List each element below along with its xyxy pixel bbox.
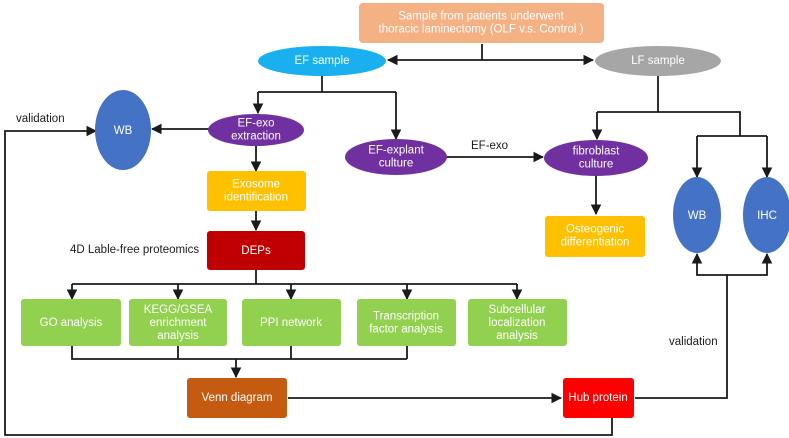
node-wb-left: WB [95, 90, 151, 170]
node-text-line: fibroblast [573, 146, 620, 158]
svg-text:GO analysis: GO analysis [40, 317, 103, 329]
node-text-line: LF sample [631, 55, 685, 67]
node-hub-protein: Hub protein [563, 378, 634, 418]
node-deps: DEPs [207, 231, 305, 270]
edge-hub-to-right-validation [635, 252, 728, 399]
svg-text:Venn diagram: Venn diagram [202, 392, 273, 404]
node-text-line: culture [379, 158, 414, 170]
edge-to-ihc-validation [727, 252, 773, 276]
node-text-line: Exosome [232, 179, 280, 191]
node-text-line: KEGG/GSEA [144, 304, 213, 316]
node-text-line: Sample from patients underwent [398, 11, 564, 23]
node-text-line: identification [224, 192, 288, 204]
svg-text:Hub protein: Hub protein [568, 392, 627, 404]
node-text-line: WB [688, 210, 707, 222]
label-validation-right: validation [669, 336, 718, 348]
svg-text:LF sample: LF sample [631, 55, 685, 67]
node-text-line: Venn diagram [202, 392, 273, 404]
svg-text:DEPs: DEPs [241, 245, 271, 257]
label-ef-exo: EF-exo [471, 140, 508, 152]
svg-text:PPI network: PPI network [260, 317, 322, 329]
svg-text:EF sample: EF sample [295, 55, 350, 67]
edge-lf-right [658, 111, 741, 136]
label-validation-left: validation [16, 113, 65, 125]
node-text-line: EF-explant [368, 145, 424, 157]
svg-text:WB: WB [114, 125, 133, 137]
node-text-line: enrichment [150, 317, 208, 329]
node-text-line: analysis [157, 330, 199, 342]
node-text-line: EF-exo [237, 118, 274, 130]
svg-text:WB: WB [688, 210, 707, 222]
node-text-line: factor analysis [369, 324, 443, 336]
node-ppi-network: PPI network [242, 299, 341, 346]
node-text-line: EF sample [295, 55, 350, 67]
node-ef-sample: EF sample [258, 46, 386, 76]
node-text-line: thoracic laminectomy (OLF v.s. Control ) [379, 24, 584, 36]
node-text-line: IHC [757, 210, 777, 222]
node-text-line: differentiation [561, 237, 630, 249]
node-text-line: WB [114, 125, 133, 137]
node-text-line: Subcellular [489, 304, 546, 316]
node-lf-sample: LF sample [595, 46, 721, 76]
edges [4, 44, 773, 436]
node-text-line: GO analysis [40, 317, 103, 329]
node-text-line: PPI network [260, 317, 322, 329]
node-text-line: analysis [496, 330, 538, 342]
node-go-analysis: GO analysis [21, 299, 121, 346]
node-text-line: Hub protein [568, 392, 627, 404]
node-venn-diagram: Venn diagram [187, 378, 287, 418]
node-text-line: extraction [231, 131, 281, 143]
node-text-line: localization [489, 317, 546, 329]
edge-hub-to-left-validation [4, 125, 613, 436]
node-text-line: Osteogenic [566, 224, 624, 236]
label-4d-proteomics: 4D Lable-free proteomics [70, 244, 199, 256]
node-text-line: DEPs [241, 245, 271, 257]
labels: validation EF-exo 4D Lable-free proteomi… [16, 113, 718, 348]
node-text-line: Transcription [373, 311, 439, 323]
node-ihc: IHC [743, 177, 789, 253]
edge-analyses-bus [71, 346, 408, 360]
svg-text:IHC: IHC [757, 210, 777, 222]
node-text-line: culture [579, 159, 614, 171]
node-wb-right: WB [673, 177, 721, 253]
